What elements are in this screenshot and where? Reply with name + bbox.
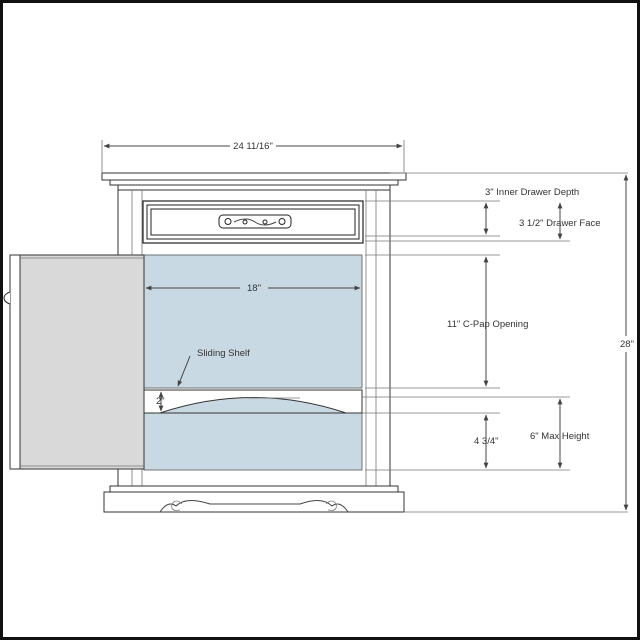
extension-lines <box>362 172 628 513</box>
drawer-depth-label: 3" Inner Drawer Depth <box>485 187 579 198</box>
sliding-shelf-leader <box>177 355 191 387</box>
open-door <box>9 254 145 470</box>
sliding-shelf <box>143 389 363 414</box>
max-height-label: 6" Max Height <box>530 431 590 442</box>
cpap-opening-label: 11" C-Pap Opening <box>447 319 528 330</box>
cpap-opening <box>143 254 363 471</box>
door-knob-icon <box>3 291 11 305</box>
overall-height-label: 28" <box>620 339 634 350</box>
overall-width-dimension <box>101 140 405 172</box>
drawer-face-label: 3 1/2" Drawer Face <box>519 218 601 229</box>
inner-width-label: 18" <box>247 283 261 294</box>
lower-height-label: 4 3/4" <box>474 436 499 447</box>
cabinet-base <box>103 485 405 513</box>
sliding-shelf-label: Sliding Shelf <box>197 348 250 359</box>
drawer-pull-icon <box>218 214 292 229</box>
shelf-gap-label: 2" <box>156 396 165 407</box>
overall-width-label: 24 11/16" <box>233 141 273 152</box>
crown-molding <box>101 172 407 191</box>
